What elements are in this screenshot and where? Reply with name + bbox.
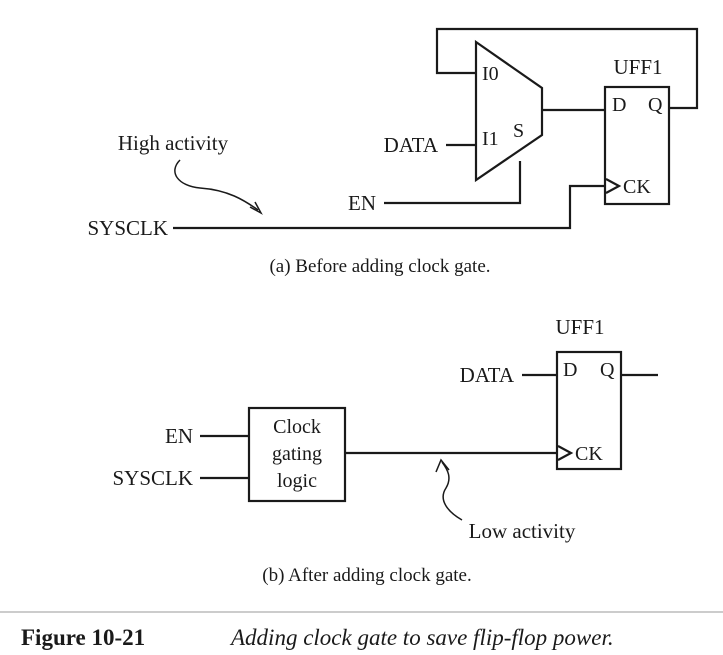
high-activity-arrowhead: [249, 201, 263, 215]
figure-title: Adding clock gate to save flip-flop powe…: [229, 625, 614, 650]
data-label-a: DATA: [384, 133, 439, 157]
sysclk-label-b: SYSCLK: [112, 466, 193, 490]
flop-pin-q-b: Q: [600, 359, 615, 381]
flop-pin-d-a: D: [612, 94, 626, 116]
clock-gating-logic-box: [247, 406, 347, 503]
mux-pin-i0: I0: [482, 63, 499, 85]
en-label-b: EN: [165, 424, 193, 448]
uff1-label-b: UFF1: [555, 315, 604, 339]
part-a-before-clock-gate: UFF1 I0 I1 S D Q CK DATA EN SYSCLK High …: [87, 27, 699, 277]
uff1-label-a: UFF1: [613, 55, 662, 79]
data-label-b: DATA: [460, 363, 515, 387]
gate-label-line3: logic: [277, 470, 317, 492]
sysclk-label-a: SYSCLK: [87, 216, 168, 240]
flop-pin-ck-a: CK: [623, 176, 651, 198]
flop-pin-q-a: Q: [648, 94, 663, 116]
mux-pin-i1: I1: [482, 128, 499, 150]
caption-a: (a) Before adding clock gate.: [269, 256, 490, 277]
figure-number: Figure 10-21: [21, 625, 145, 650]
gate-label-line1: Clock: [273, 416, 321, 438]
flop-pin-d-b: D: [563, 359, 577, 381]
mux-cell: [474, 39, 544, 183]
flip-flop-cell-b: [555, 350, 623, 471]
gate-label-line2: gating: [272, 443, 322, 465]
low-activity-label: Low activity: [469, 519, 576, 543]
feedback-wire: [435, 27, 699, 110]
sysclk-wire-a: [173, 184, 606, 230]
caption-b: (b) After adding clock gate.: [262, 565, 471, 586]
mux-pin-s: S: [513, 120, 524, 142]
low-activity-arrow: [441, 461, 463, 521]
clock-pin-triangle-a: [605, 178, 622, 194]
en-label-a: EN: [348, 191, 376, 215]
high-activity-arrow: [174, 159, 259, 211]
high-activity-label: High activity: [118, 131, 229, 155]
low-activity-arrowhead: [435, 458, 450, 473]
flop-pin-ck-b: CK: [575, 443, 603, 465]
en-wire-a: [384, 161, 522, 205]
part-b-after-clock-gate: UFF1 D Q CK DATA Clock gating logic EN S…: [112, 315, 658, 586]
clock-pin-triangle-b: [557, 445, 574, 461]
